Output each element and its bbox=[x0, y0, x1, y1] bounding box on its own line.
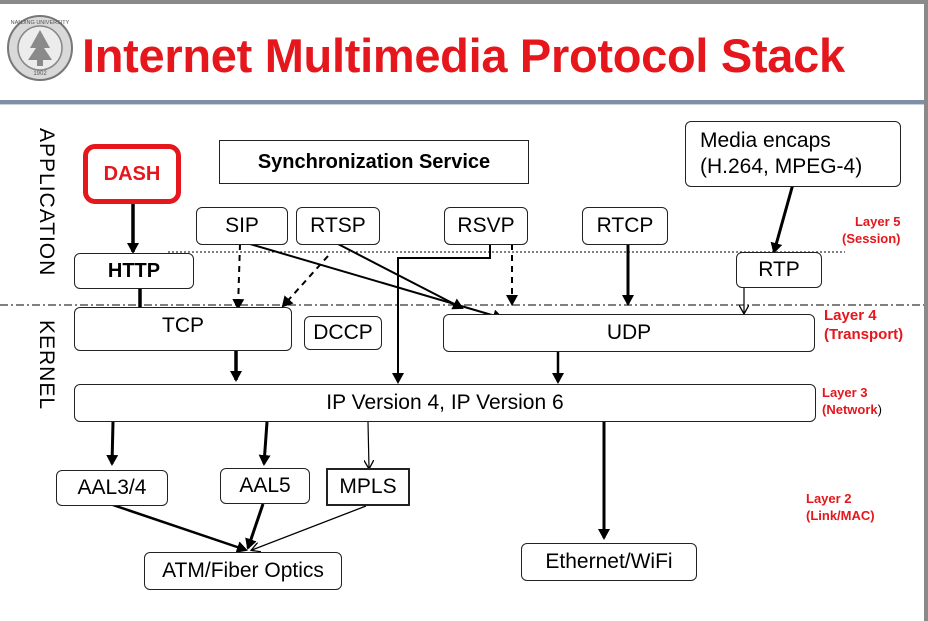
dccp-box[interactable]: DCCP bbox=[304, 316, 382, 350]
ethernet-wifi-box[interactable]: Ethernet/WiFi bbox=[521, 543, 697, 581]
aal5-box[interactable]: AAL5 bbox=[220, 468, 310, 504]
slide-header: 1902 NANJING UNIVERSITY Internet Multime… bbox=[0, 4, 924, 100]
media-encaps-box[interactable]: Media encaps (H.264, MPEG-4) bbox=[685, 121, 901, 187]
layer4-number: Layer 4 bbox=[824, 307, 877, 324]
rtcp-box[interactable]: RTCP bbox=[582, 207, 668, 245]
arrow-aal34-atm bbox=[109, 502, 248, 553]
university-seal-logo: 1902 NANJING UNIVERSITY bbox=[7, 15, 73, 81]
layer4-label: Layer 4 (Transport) bbox=[824, 306, 903, 344]
arrow-rtsp-udp bbox=[337, 243, 464, 310]
layer2-number: Layer 2 bbox=[806, 491, 852, 506]
media-formats-label: (H.264, MPEG-4) bbox=[700, 155, 863, 178]
arrow-mpls-atm bbox=[252, 505, 367, 550]
media-encaps-label: Media encaps bbox=[700, 129, 831, 152]
layer5-label: Layer 5 (Session) bbox=[842, 213, 901, 247]
arrow-media-rtp bbox=[770, 183, 795, 254]
layer5-name: (Session) bbox=[842, 231, 901, 246]
layer3-name: (Network bbox=[822, 402, 878, 417]
atm-fiber-box[interactable]: ATM/Fiber Optics bbox=[144, 552, 342, 590]
layer2-name: (Link/MAC) bbox=[806, 508, 875, 523]
application-label: APPLICATION bbox=[35, 128, 58, 277]
http-box[interactable]: HTTP bbox=[74, 253, 194, 289]
rtsp-box[interactable]: RTSP bbox=[296, 207, 380, 245]
sip-box[interactable]: SIP bbox=[196, 207, 288, 245]
arrow-ip-aal34 bbox=[106, 421, 119, 466]
window-right-border bbox=[924, 0, 928, 621]
dash-box[interactable]: DASH bbox=[83, 144, 181, 204]
window-top-border bbox=[0, 0, 928, 4]
mpls-box[interactable]: MPLS bbox=[326, 468, 410, 506]
aal34-box[interactable]: AAL3/4 bbox=[56, 470, 168, 506]
layer4-name: (Transport) bbox=[824, 326, 904, 343]
layer3-label: Layer 3 (Network) bbox=[822, 384, 882, 418]
udp-box[interactable]: UDP bbox=[443, 314, 815, 352]
slide-title: Internet Multimedia Protocol Stack bbox=[82, 29, 845, 82]
layer3-close-paren: ) bbox=[877, 402, 882, 417]
arrow-ip-mpls bbox=[368, 421, 369, 468]
rsvp-box[interactable]: RSVP bbox=[444, 207, 528, 245]
svg-text:NANJING UNIVERSITY: NANJING UNIVERSITY bbox=[11, 20, 70, 26]
header-divider bbox=[0, 100, 924, 104]
synchronization-service-box[interactable]: Synchronization Service bbox=[219, 140, 529, 184]
header-divider-shadow bbox=[0, 104, 924, 105]
ip-box[interactable]: IP Version 4, IP Version 6 bbox=[74, 384, 816, 422]
arrow-aal5-atm bbox=[245, 503, 265, 550]
arrow-sip-tcp bbox=[232, 243, 245, 310]
arrow-rsvp-ip bbox=[392, 244, 491, 384]
rtp-box[interactable]: RTP bbox=[736, 252, 822, 288]
layer5-number: Layer 5 bbox=[854, 214, 901, 229]
svg-text:1902: 1902 bbox=[33, 71, 47, 77]
arrow-rtsp-tcp bbox=[281, 255, 329, 308]
kernel-label: KERNEL bbox=[35, 320, 58, 411]
arrow-ip-aal5 bbox=[258, 421, 271, 466]
layer2-label: Layer 2 (Link/MAC) bbox=[806, 490, 875, 524]
tcp-box[interactable]: TCP bbox=[74, 307, 292, 351]
layer3-number: Layer 3 bbox=[822, 385, 868, 400]
